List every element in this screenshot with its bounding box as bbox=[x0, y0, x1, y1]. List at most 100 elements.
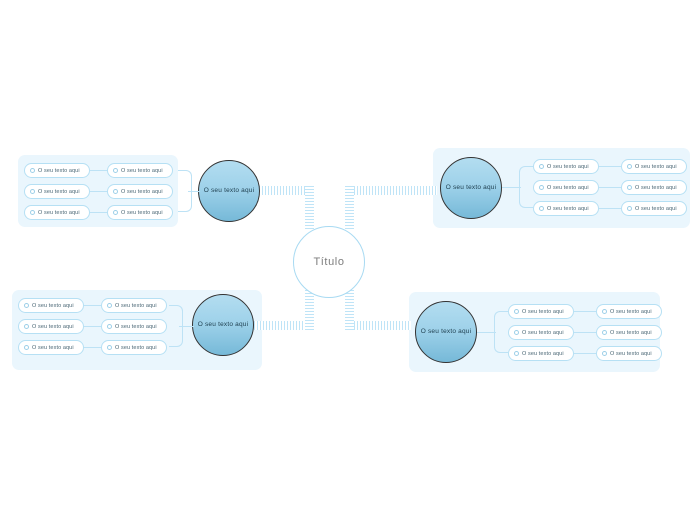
leaf-link bbox=[599, 187, 621, 188]
leaf-pill-label: O seu texto aqui bbox=[32, 302, 74, 309]
leaf-pill-inner[interactable]: O seu texto aqui bbox=[533, 159, 599, 174]
bullet-icon bbox=[539, 206, 544, 211]
leaf-link bbox=[574, 353, 596, 354]
leaf-pill-inner[interactable]: O seu texto aqui bbox=[508, 325, 574, 340]
branch-node-top-left[interactable]: O seu texto aqui bbox=[198, 160, 260, 222]
leaf-pill-label: O seu texto aqui bbox=[610, 329, 652, 336]
connector-band-bottom-right bbox=[345, 321, 411, 330]
bullet-icon bbox=[30, 189, 35, 194]
center-node-titulo[interactable]: Título bbox=[293, 226, 365, 298]
bullet-icon bbox=[602, 309, 607, 314]
connector-band-center-top-left bbox=[305, 186, 314, 231]
leaf-pill-label: O seu texto aqui bbox=[635, 184, 677, 191]
leaf-pill-inner[interactable]: O seu texto aqui bbox=[533, 201, 599, 216]
center-node-label: Título bbox=[313, 256, 345, 268]
leaf-pill-label: O seu texto aqui bbox=[635, 205, 677, 212]
leaf-pill-outer[interactable]: O seu texto aqui bbox=[596, 325, 662, 340]
bullet-icon bbox=[24, 303, 29, 308]
branch-node-top-left-label: O seu texto aqui bbox=[203, 187, 255, 195]
leaf-pill-label: O seu texto aqui bbox=[547, 184, 589, 191]
leaf-pill-label: O seu texto aqui bbox=[115, 323, 157, 330]
connector-band-center-bottom-right bbox=[345, 290, 354, 330]
branch-node-bottom-left[interactable]: O seu texto aqui bbox=[192, 294, 254, 356]
leaf-link bbox=[84, 305, 101, 306]
bullet-icon bbox=[113, 210, 118, 215]
bullet-icon bbox=[539, 164, 544, 169]
bullet-icon bbox=[113, 189, 118, 194]
leaf-pill-label: O seu texto aqui bbox=[32, 344, 74, 351]
leaf-pill-label: O seu texto aqui bbox=[115, 302, 157, 309]
connector-band-top-right bbox=[345, 186, 437, 195]
leaf-pill-label: O seu texto aqui bbox=[115, 344, 157, 351]
bullet-icon bbox=[30, 210, 35, 215]
bullet-icon bbox=[602, 330, 607, 335]
bullet-icon bbox=[627, 164, 632, 169]
bullet-icon bbox=[514, 330, 519, 335]
leaf-pill-label: O seu texto aqui bbox=[38, 167, 80, 174]
connector-band-center-bottom-left bbox=[305, 290, 314, 330]
branch-node-top-right-label: O seu texto aqui bbox=[445, 184, 497, 192]
leaf-pill-inner[interactable]: O seu texto aqui bbox=[107, 184, 173, 199]
bullet-icon bbox=[539, 185, 544, 190]
leaf-link bbox=[90, 170, 107, 171]
leaf-link bbox=[599, 208, 621, 209]
leaf-pill-outer[interactable]: O seu texto aqui bbox=[24, 205, 90, 220]
leaf-pill-label: O seu texto aqui bbox=[522, 308, 564, 315]
leaf-pill-label: O seu texto aqui bbox=[635, 163, 677, 170]
branch-elbow-bottom-right bbox=[494, 311, 508, 353]
leaf-pill-outer[interactable]: O seu texto aqui bbox=[18, 340, 84, 355]
leaf-pill-outer[interactable]: O seu texto aqui bbox=[596, 304, 662, 319]
branch-node-top-right[interactable]: O seu texto aqui bbox=[440, 157, 502, 219]
bullet-icon bbox=[107, 345, 112, 350]
leaf-pill-label: O seu texto aqui bbox=[121, 209, 163, 216]
bullet-icon bbox=[602, 351, 607, 356]
leaf-pill-outer[interactable]: O seu texto aqui bbox=[621, 201, 687, 216]
leaf-pill-outer[interactable]: O seu texto aqui bbox=[24, 184, 90, 199]
bullet-icon bbox=[113, 168, 118, 173]
bullet-icon bbox=[24, 345, 29, 350]
leaf-pill-outer[interactable]: O seu texto aqui bbox=[621, 159, 687, 174]
connector-band-bottom-left bbox=[254, 321, 305, 330]
leaf-pill-inner[interactable]: O seu texto aqui bbox=[107, 205, 173, 220]
bullet-icon bbox=[627, 206, 632, 211]
connector-band-top-left bbox=[259, 186, 305, 195]
branch-stem-top-right bbox=[502, 187, 521, 188]
leaf-link bbox=[599, 166, 621, 167]
leaf-link bbox=[574, 332, 596, 333]
leaf-link bbox=[574, 311, 596, 312]
leaf-pill-label: O seu texto aqui bbox=[121, 188, 163, 195]
leaf-pill-inner[interactable]: O seu texto aqui bbox=[508, 304, 574, 319]
leaf-pill-inner[interactable]: O seu texto aqui bbox=[101, 298, 167, 313]
leaf-pill-label: O seu texto aqui bbox=[32, 323, 74, 330]
leaf-pill-outer[interactable]: O seu texto aqui bbox=[596, 346, 662, 361]
leaf-pill-outer[interactable]: O seu texto aqui bbox=[24, 163, 90, 178]
leaf-pill-label: O seu texto aqui bbox=[38, 188, 80, 195]
leaf-pill-inner[interactable]: O seu texto aqui bbox=[101, 319, 167, 334]
bullet-icon bbox=[514, 351, 519, 356]
leaf-pill-label: O seu texto aqui bbox=[610, 308, 652, 315]
bullet-icon bbox=[30, 168, 35, 173]
connector-band-center-top-right bbox=[345, 186, 354, 231]
leaf-pill-outer[interactable]: O seu texto aqui bbox=[621, 180, 687, 195]
branch-node-bottom-left-label: O seu texto aqui bbox=[197, 321, 249, 329]
leaf-pill-label: O seu texto aqui bbox=[610, 350, 652, 357]
leaf-link bbox=[90, 212, 107, 213]
leaf-pill-outer[interactable]: O seu texto aqui bbox=[18, 298, 84, 313]
bullet-icon bbox=[107, 324, 112, 329]
leaf-pill-inner[interactable]: O seu texto aqui bbox=[107, 163, 173, 178]
leaf-link bbox=[84, 326, 101, 327]
leaf-pill-inner[interactable]: O seu texto aqui bbox=[101, 340, 167, 355]
leaf-pill-label: O seu texto aqui bbox=[121, 167, 163, 174]
branch-node-bottom-right[interactable]: O seu texto aqui bbox=[415, 301, 477, 363]
leaf-pill-inner[interactable]: O seu texto aqui bbox=[533, 180, 599, 195]
branch-stem-bottom-left bbox=[179, 326, 194, 327]
leaf-link bbox=[84, 347, 101, 348]
leaf-pill-label: O seu texto aqui bbox=[547, 163, 589, 170]
branch-elbow-top-right bbox=[519, 166, 533, 208]
branch-node-bottom-right-label: O seu texto aqui bbox=[420, 328, 472, 336]
leaf-pill-label: O seu texto aqui bbox=[522, 329, 564, 336]
leaf-pill-inner[interactable]: O seu texto aqui bbox=[508, 346, 574, 361]
leaf-pill-outer[interactable]: O seu texto aqui bbox=[18, 319, 84, 334]
bullet-icon bbox=[24, 324, 29, 329]
